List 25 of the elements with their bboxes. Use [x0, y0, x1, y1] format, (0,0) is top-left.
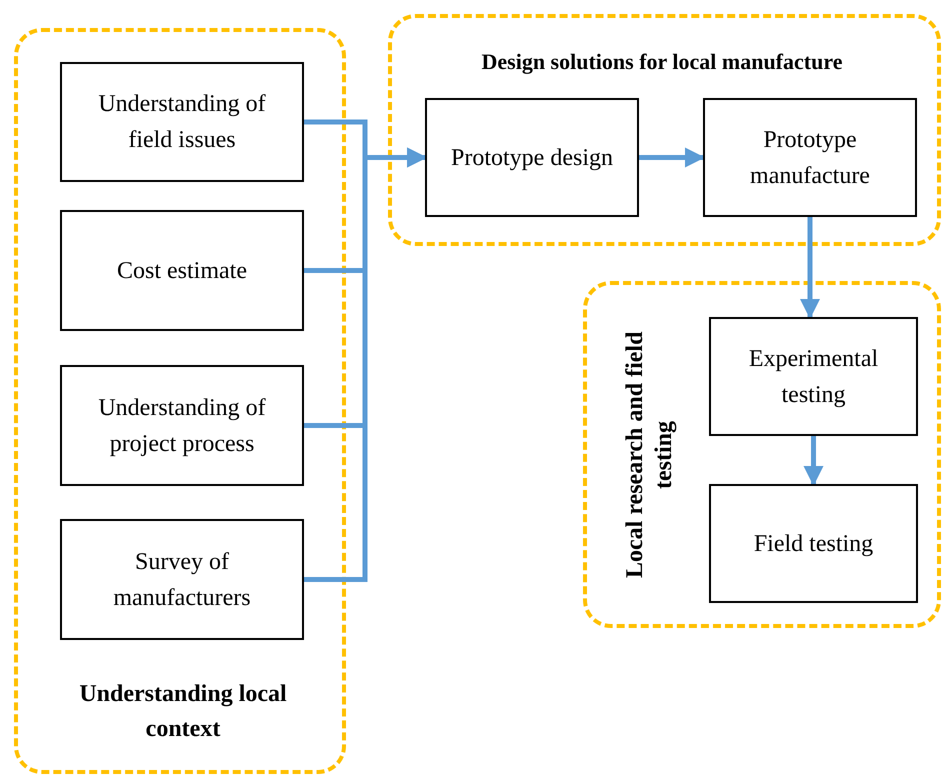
box-label: Field testing [754, 530, 874, 558]
group-heading: Local research and field testing [621, 330, 678, 580]
box-label: Prototype design [451, 144, 613, 172]
process-box [425, 98, 639, 217]
group-heading: Design solutions for local manufacture [480, 48, 844, 76]
dashed-group-outline [388, 14, 941, 246]
box-label: Cost estimate [117, 256, 247, 286]
dashed-group-outline [14, 28, 346, 774]
box-label: Experimental testing [748, 344, 880, 410]
box-label: Prototype manufacture [749, 126, 871, 190]
process-box [60, 365, 304, 486]
process-box [709, 484, 918, 603]
arrow [804, 436, 824, 486]
process-box [60, 210, 304, 331]
box-label: Survey of manufacturers [112, 548, 252, 612]
dashed-group-outline [583, 281, 941, 628]
box-label: Understanding of field issues [97, 90, 267, 155]
process-box [60, 62, 304, 182]
arrow [800, 217, 820, 319]
arrow [639, 148, 705, 168]
process-box [703, 98, 917, 217]
group-heading: Understanding local context [78, 680, 288, 744]
process-box [60, 519, 304, 640]
box-label: Understanding of project process [97, 394, 267, 458]
process-box [709, 317, 918, 436]
